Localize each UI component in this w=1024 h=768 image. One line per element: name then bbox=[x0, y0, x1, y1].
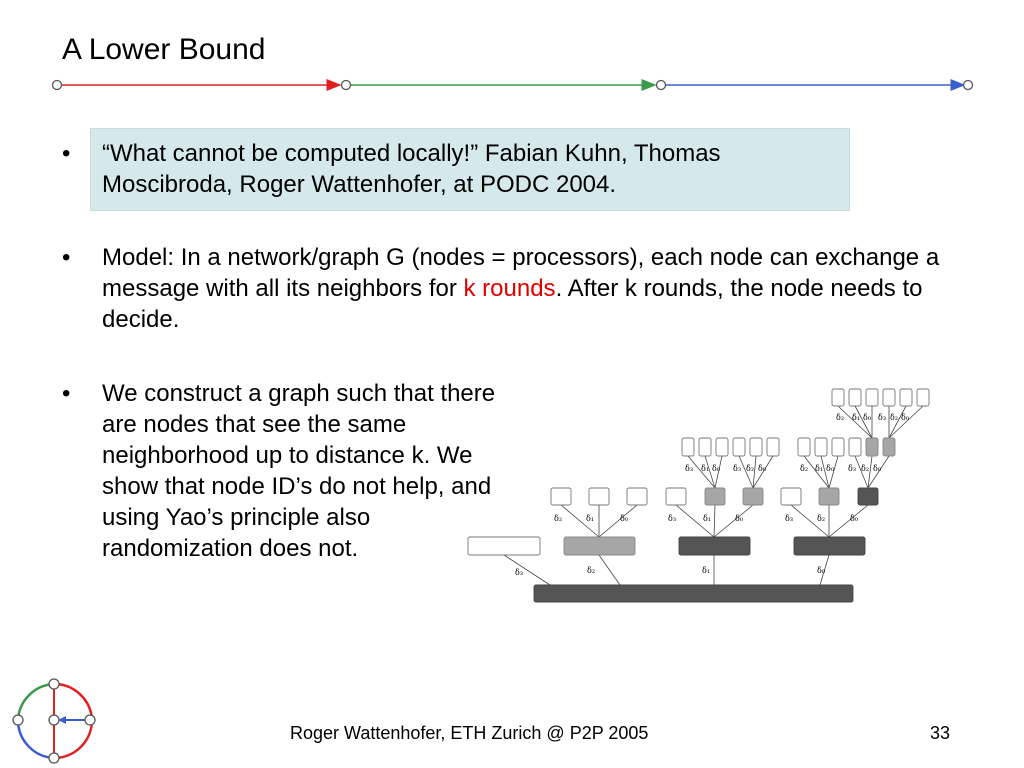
leaf-node bbox=[831, 437, 845, 457]
edge-label: δ₃ bbox=[685, 464, 693, 473]
leaf-node bbox=[848, 388, 862, 407]
edge-label: δ₁ bbox=[586, 514, 594, 523]
line-node-4 bbox=[962, 79, 974, 91]
edge-label: δ₂ bbox=[817, 514, 825, 523]
edge-label: δ₀ bbox=[901, 413, 909, 422]
gray-node bbox=[818, 487, 840, 506]
model-text-part2: . After k rounds, the node needs to deci… bbox=[102, 275, 923, 333]
edge-label: δ₃ bbox=[878, 413, 886, 422]
edge-label: δ₂ bbox=[746, 464, 754, 473]
leaf-node bbox=[588, 487, 610, 506]
leaf-node bbox=[848, 437, 862, 457]
edge-label: δ₃ bbox=[668, 514, 676, 523]
edge-label: δ₃ bbox=[848, 464, 856, 473]
edge-label: δ₀ bbox=[863, 413, 871, 422]
line-node-1 bbox=[51, 79, 63, 91]
leaf-node bbox=[797, 437, 811, 457]
edge-label: δ₀ bbox=[735, 514, 743, 523]
bullet-text: “What cannot be computed locally!” Fabia… bbox=[102, 140, 721, 198]
edge-label: δ₂ bbox=[861, 464, 869, 473]
leaf-node bbox=[626, 487, 648, 506]
edge-label: δ₀ bbox=[873, 464, 881, 473]
edge-label: δ₀ bbox=[817, 566, 825, 575]
line-node-2 bbox=[340, 79, 352, 91]
leaf-node bbox=[698, 437, 712, 457]
bullet-text: We construct a graph such that there are… bbox=[102, 380, 496, 562]
line-node-3 bbox=[655, 79, 667, 91]
edge-label: δ₃ bbox=[515, 568, 523, 577]
gray-node bbox=[742, 487, 764, 506]
page-number: 33 bbox=[930, 723, 951, 743]
edge-label: δ₁ bbox=[852, 413, 860, 422]
leaf-node bbox=[766, 437, 780, 457]
bullet-dot: • bbox=[62, 380, 71, 407]
bullet-dot: • bbox=[62, 244, 71, 271]
dark-node bbox=[793, 536, 866, 556]
dark-node bbox=[678, 536, 751, 556]
leaf-node bbox=[749, 437, 763, 457]
dark-node bbox=[857, 487, 879, 506]
edge-label: δ₀ bbox=[826, 464, 834, 473]
edge-label: δ₃ bbox=[733, 464, 741, 473]
edge-label: δ₁ bbox=[701, 464, 709, 473]
gray-node bbox=[882, 437, 896, 457]
edge-label: δ₂ bbox=[890, 413, 898, 422]
title-arrow-line bbox=[51, 79, 974, 91]
gray-node bbox=[704, 487, 726, 506]
root-node bbox=[533, 584, 854, 603]
edge-label: δ₀ bbox=[758, 464, 766, 473]
footer-text: Roger Wattenhofer, ETH Zurich @ P2P 2005 bbox=[290, 723, 649, 743]
leaf-node bbox=[865, 388, 879, 407]
gray-node bbox=[865, 437, 879, 457]
leaf-node bbox=[899, 388, 913, 407]
gray-node bbox=[563, 536, 636, 556]
leaf-node bbox=[681, 437, 695, 457]
bullet-text: Model: In a network/graph G (nodes = pro… bbox=[102, 242, 952, 335]
bullet-dot: • bbox=[62, 140, 71, 167]
model-text-part1: Model: In a network/graph G (nodes = pro… bbox=[102, 244, 940, 302]
edge-label: δ₁ bbox=[703, 514, 711, 523]
leaf-node bbox=[780, 487, 802, 506]
highlight-box bbox=[90, 128, 850, 211]
leaf-node bbox=[665, 487, 687, 506]
slide-title: A Lower Bound bbox=[62, 33, 266, 66]
edge-label: δ₁ bbox=[702, 566, 710, 575]
leaf-node bbox=[732, 437, 746, 457]
edge-label: δ₀ bbox=[620, 514, 628, 523]
edge-label: δ₂ bbox=[800, 464, 808, 473]
leaf-node bbox=[916, 388, 930, 407]
edge-label: δ₀ bbox=[712, 464, 720, 473]
edge-label: δ₀ bbox=[850, 514, 858, 523]
leaf-node bbox=[882, 388, 896, 407]
leaf-node bbox=[550, 487, 572, 506]
edge-label: δ₁ bbox=[815, 464, 823, 473]
edge-label: δ₂ bbox=[836, 413, 844, 422]
edge-label: δ₂ bbox=[554, 514, 562, 523]
k-rounds-highlight: k rounds bbox=[463, 275, 556, 302]
leaf-node bbox=[814, 437, 828, 457]
edge-label: δ₂ bbox=[587, 566, 595, 575]
leaf-node bbox=[831, 388, 845, 407]
leaf-node bbox=[467, 536, 541, 556]
edge-label: δ₃ bbox=[785, 514, 793, 523]
leaf-node bbox=[715, 437, 729, 457]
